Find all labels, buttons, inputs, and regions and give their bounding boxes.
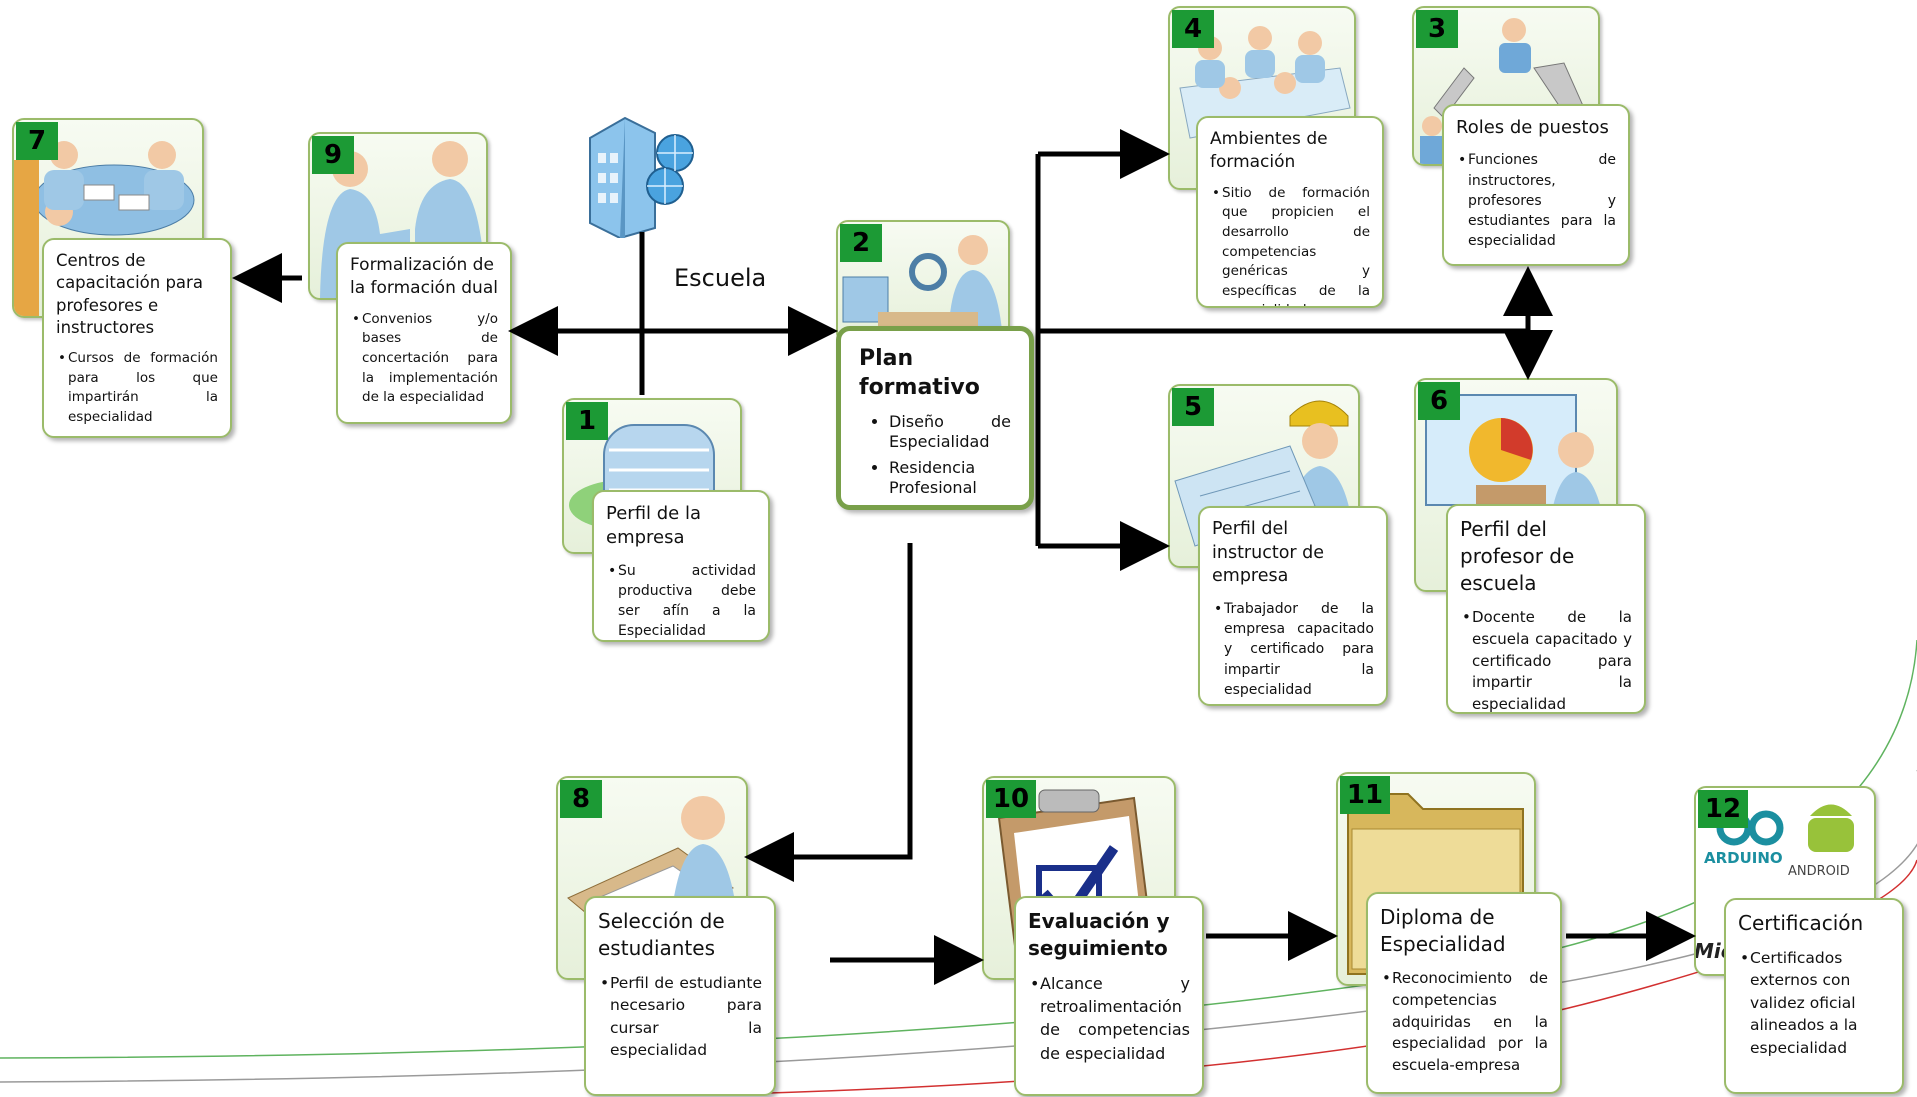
node-card: Ambientes de formación Sitio de formació… (1196, 116, 1384, 308)
node-number: 7 (16, 122, 58, 160)
node-number: 2 (840, 224, 882, 262)
node-item: Certificados externos con validez oficia… (1740, 947, 1890, 1059)
node-item: Trabajador de la empresa capacitado y ce… (1214, 599, 1374, 700)
plan-item: Diseño de Especialidad (889, 412, 1011, 452)
node-card: Evaluación y seguimiento Alcance y retro… (1014, 896, 1204, 1096)
node-number: 10 (986, 780, 1036, 818)
node-number: 3 (1416, 10, 1458, 48)
node-number: 9 (312, 136, 354, 174)
node-title: Certificación (1738, 911, 1864, 935)
node-title: Perfil del instructor de empresa (1212, 519, 1325, 587)
node-item: Perfil de estudiante necesario para curs… (600, 972, 762, 1062)
node-number: 6 (1418, 382, 1460, 420)
plan-title: Plan formativo (859, 346, 980, 400)
node-number: 12 (1698, 790, 1748, 828)
arrow-to-seleccion (744, 543, 913, 882)
node-card: Diploma de Especialidad Reconocimiento d… (1366, 892, 1562, 1094)
node-number: 8 (560, 780, 602, 818)
node-title: Formalización de la formación dual (350, 255, 498, 298)
node-item: Docente de la escuela capacitado y certi… (1462, 607, 1632, 712)
node-item: Alcance y retroalimentación de competenc… (1030, 972, 1190, 1065)
node-card: Roles de puestos Funciones de instructor… (1442, 104, 1630, 266)
node-number: 5 (1172, 388, 1214, 426)
node-title: Selección de estudiantes (598, 909, 725, 960)
roles-icon (1420, 18, 1585, 164)
node-card: Perfil del profesor de escuela Docente d… (1446, 504, 1646, 714)
node-title: Ambientes de formación (1210, 129, 1328, 172)
node-item: Su actividad productiva debe ser afín a … (608, 561, 756, 640)
plan-formativo-card: Plan formativo Diseño de Especialidad Re… (836, 326, 1034, 510)
logo-android: ANDROID (1788, 864, 1850, 879)
node-title: Perfil de la empresa (606, 503, 702, 549)
logo-arduino: ARDUINO (1704, 849, 1783, 867)
node-title: Evaluación y seguimiento (1028, 909, 1170, 960)
node-card: Certificación Certificados externos con … (1724, 898, 1904, 1094)
building-globe-icon (580, 108, 710, 240)
node-number: 4 (1172, 10, 1214, 48)
school-label: Escuela (674, 264, 767, 292)
node-title: Centros de capacitación para profesores … (56, 251, 203, 337)
node-item: Reconocimiento de competencias adquirida… (1382, 968, 1548, 1077)
node-card: Formalización de la formación dual Conve… (336, 242, 512, 424)
node-number: 1 (566, 402, 608, 440)
node-item: Sitio de formación que propicien el desa… (1212, 184, 1370, 306)
node-card: Perfil del instructor de empresa Trabaja… (1198, 506, 1388, 706)
plan-item: Residencia Profesional (889, 458, 1011, 498)
node-title: Diploma de Especialidad (1380, 905, 1506, 956)
node-card: Selección de estudiantes Perfil de estud… (584, 896, 776, 1096)
node-title: Roles de puestos (1456, 117, 1609, 138)
conference-table-icon (14, 141, 195, 316)
node-item: Funciones de instructores, profesores y … (1458, 150, 1616, 251)
node-item: Convenios y/o bases de concertación para… (352, 310, 498, 408)
node-title: Perfil del profesor de escuela (1460, 517, 1575, 595)
node-item: Cursos de formación para los que imparti… (58, 349, 218, 427)
node-number: 11 (1340, 776, 1390, 814)
node-card: Perfil de la empresa Su actividad produc… (592, 490, 770, 642)
node-card: Centros de capacitación para profesores … (42, 238, 232, 438)
